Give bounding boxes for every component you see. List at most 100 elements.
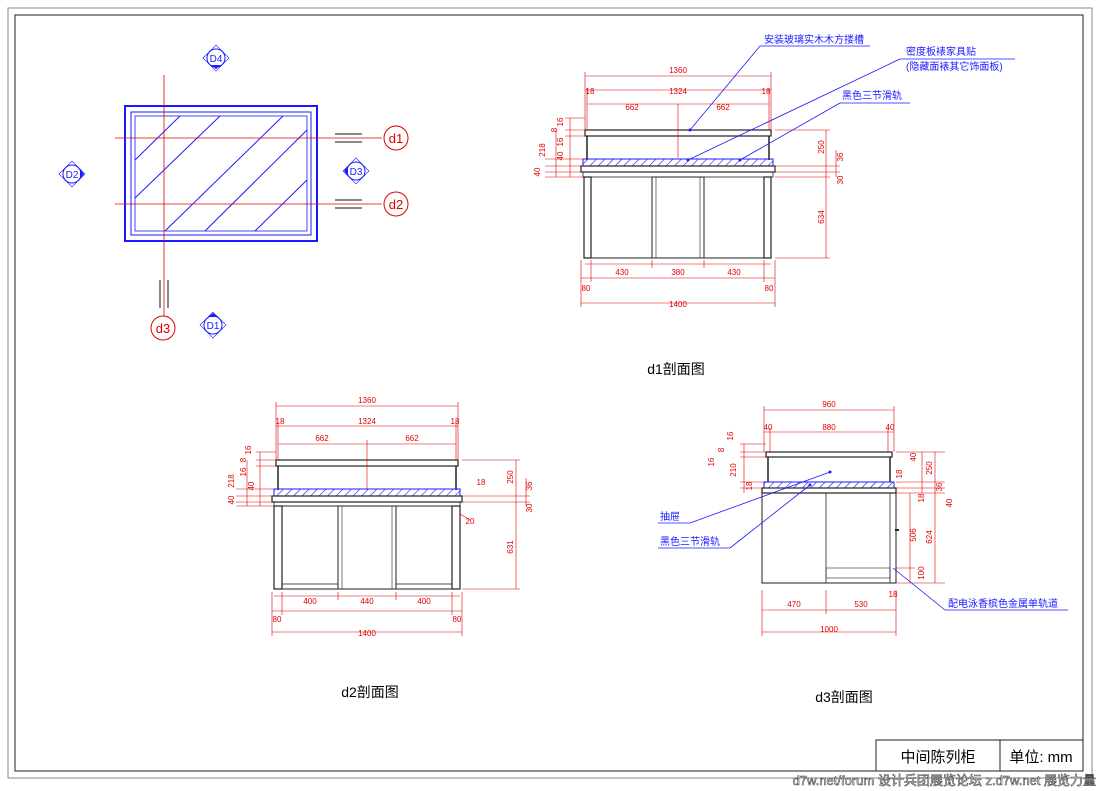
dimension-label: 18 — [451, 417, 460, 426]
dimension-label: 16 — [556, 117, 565, 126]
d1-right-leg — [763, 176, 772, 259]
dimension-label: 430 — [615, 268, 629, 277]
dimension-label: 250 — [925, 461, 934, 475]
cut-label-d1: d1 — [383, 125, 409, 151]
dimension-label: 662 — [405, 434, 419, 443]
dimension-label: 100 — [917, 566, 926, 580]
dimension-label: 16 — [726, 431, 735, 440]
dimension-label: 20 — [466, 517, 475, 526]
dimension-label: 80 — [582, 284, 591, 293]
dimension-label: 36 — [935, 482, 944, 491]
dimension-label: 210 — [729, 463, 738, 477]
cut-label-d2: d2 — [383, 191, 409, 217]
note-mdf-veneer: 密度板裱家具贴 — [906, 45, 976, 58]
plan-outer — [124, 105, 318, 242]
dimension-label: 662 — [716, 103, 730, 112]
dimension-label: 8 — [239, 457, 248, 462]
dimension-label: 1000 — [820, 625, 838, 634]
dimension-label: 631 — [506, 540, 515, 554]
note-d3-slide-rail: 黑色三节滑轨 — [660, 535, 720, 548]
dimension-label: 8 — [550, 127, 559, 132]
section-d3: 960 40 880 40 16 8 16 210 18 18 40 250 3… — [658, 400, 1068, 705]
dimension-label: 40 — [886, 423, 895, 432]
view-marker-d3: D3 — [342, 157, 370, 185]
svg-text:D2: D2 — [66, 170, 79, 181]
dimension-label: 470 — [787, 600, 801, 609]
dimension-label: 960 — [822, 400, 836, 409]
plan-glass-hatch — [134, 115, 308, 232]
title-block: 中间陈列柜 单位: mm — [875, 739, 1084, 772]
caption-d3: d3剖面图 — [815, 689, 873, 705]
note-drawer: 抽屉 — [660, 510, 680, 523]
caption-d1: d1剖面图 — [647, 361, 705, 377]
dimension-label: 18 — [762, 87, 771, 96]
watermark: d7w.net/forum 设计兵团展览论坛 z.d7w.net 展览力量 — [793, 773, 1096, 788]
plan-view: d1 d2 d3 D4 D2 D3 — [58, 44, 409, 341]
note-glass-groove: 安装玻璃实木木方搂槽 — [764, 33, 864, 46]
dimension-label: 40 — [227, 495, 236, 504]
dimension-label: 18 — [586, 87, 595, 96]
dimension-label: 440 — [360, 597, 374, 606]
svg-text:D1: D1 — [207, 321, 220, 332]
dimension-label: 80 — [273, 615, 282, 624]
dimension-label: 16 — [244, 445, 253, 454]
dimension-label: 36 — [525, 481, 534, 490]
dimension-label: 662 — [625, 103, 639, 112]
dimension-label: 40 — [247, 481, 256, 490]
svg-text:d1: d1 — [389, 131, 403, 146]
dimension-label: 18 — [895, 469, 904, 478]
dimension-label: 250 — [506, 470, 515, 484]
dimension-label: 1324 — [669, 87, 687, 96]
dimension-label: 18 — [917, 493, 926, 502]
note-slide-rail: 黑色三节滑轨 — [842, 89, 902, 102]
svg-text:d3: d3 — [156, 321, 170, 336]
svg-text:D4: D4 — [210, 54, 223, 65]
dimension-label: 1360 — [358, 396, 376, 405]
dimension-label: 1400 — [669, 300, 687, 309]
dimension-label: 8 — [717, 447, 726, 452]
dimension-label: 430 — [727, 268, 741, 277]
dimension-label: 506 — [909, 528, 918, 542]
dimension-label: 16 — [239, 467, 248, 476]
dimension-label: 40 — [556, 151, 565, 160]
dimension-label: 80 — [453, 615, 462, 624]
dimension-label: 30 — [836, 175, 845, 184]
dimension-label: 30 — [525, 503, 534, 512]
inner-frame — [14, 14, 1084, 772]
dimension-label: 18 — [276, 417, 285, 426]
dimension-label: 218 — [538, 143, 547, 157]
d1-left-leg — [583, 176, 592, 259]
svg-text:d2: d2 — [389, 197, 403, 212]
dimension-label: 1360 — [669, 66, 687, 75]
view-marker-d1: D1 — [199, 311, 227, 339]
note-metal-track: 配电泳香槟色金属单轨道 — [948, 597, 1058, 610]
dimension-label: 80 — [765, 284, 774, 293]
dimension-label: 624 — [925, 530, 934, 544]
dimension-label: 40 — [764, 423, 773, 432]
d2-shelf — [273, 488, 461, 497]
plan-inner — [130, 111, 312, 236]
dimension-label: 250 — [817, 140, 826, 154]
dimension-label: 880 — [822, 423, 836, 432]
dimension-label: 634 — [817, 210, 826, 224]
dimension-label: 662 — [315, 434, 329, 443]
dimension-label: 400 — [303, 597, 317, 606]
caption-d2: d2剖面图 — [341, 684, 399, 700]
svg-text:D3: D3 — [350, 167, 363, 178]
plan-glass — [134, 115, 308, 232]
note-hidden-face: (隐藏面裱其它饰面板) — [906, 60, 1003, 73]
dimension-label: 400 — [417, 597, 431, 606]
unit-label: 单位: mm — [1009, 749, 1072, 766]
dimension-label: 40 — [533, 167, 542, 176]
d3-shelf — [763, 481, 895, 489]
dimension-label: 218 — [227, 474, 236, 488]
dimension-label: 16 — [556, 137, 565, 146]
section-d1: 1360 18 1324 18 662 662 16 8 16 218 40 4… — [533, 33, 1015, 377]
dimension-label: 380 — [671, 268, 685, 277]
dimension-label: 40 — [945, 498, 954, 507]
drawing-name: 中间陈列柜 — [900, 748, 975, 766]
dimension-label: 36 — [836, 152, 845, 161]
section-d2: 1360 18 1324 18 662 662 16 8 16 218 40 4… — [227, 396, 534, 700]
dimension-label: 1324 — [358, 417, 376, 426]
